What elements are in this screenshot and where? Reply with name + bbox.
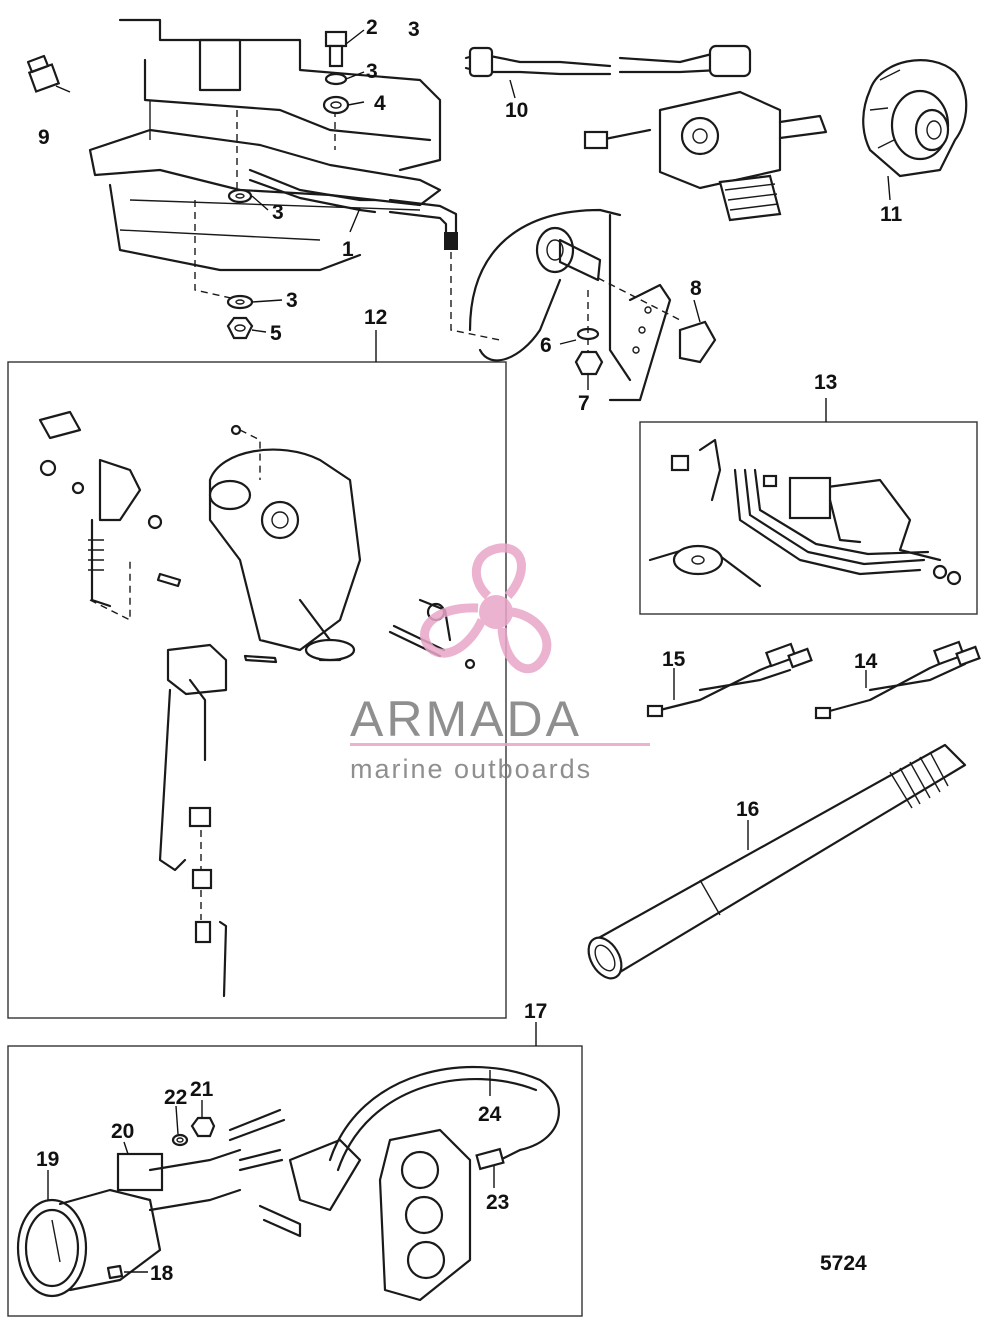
armada-watermark: ARMADA marine outboards: [350, 543, 650, 784]
callout-22: 22: [164, 1086, 187, 1109]
tiller-handle-16: [587, 743, 967, 980]
callout-13: 13: [814, 371, 837, 394]
callout-14: 14: [854, 650, 878, 673]
callout-9: 9: [38, 126, 50, 149]
callout-1: 1: [342, 238, 354, 261]
callout-5: 5: [270, 322, 282, 345]
callout-16: 16: [736, 798, 759, 821]
watermark-tagline: marine outboards: [350, 754, 592, 784]
callout-20: 20: [111, 1120, 134, 1143]
callout-21: 21: [190, 1078, 214, 1101]
steering-bracket-assembly: [38, 410, 476, 998]
callout-23: 23: [486, 1191, 509, 1214]
wire-lead-15: [646, 642, 813, 718]
drawing-number: 5724: [820, 1252, 867, 1275]
callout-4: 4: [374, 92, 386, 115]
callout-6: 6: [540, 334, 552, 357]
key-switch-assembly: [464, 44, 828, 222]
callout-3-washer: 3: [366, 60, 378, 83]
callouts: 2 3 3 4 9 10 11 3 1 8 3 12 5 6 13 7 15 1…: [36, 16, 903, 1285]
callout-2: 2: [366, 16, 378, 39]
callout-3-low: 3: [286, 289, 298, 312]
watermark-brand: ARMADA: [350, 691, 582, 747]
callout-15: 15: [662, 648, 686, 671]
callout-3-top: 3: [408, 18, 420, 41]
callout-11: 11: [880, 203, 903, 226]
swivel-bracket: [468, 208, 717, 402]
bracket-assembly: [88, 18, 442, 301]
washer-nut-stack: [226, 188, 254, 340]
callout-3-mid: 3: [272, 201, 284, 224]
callout-8: 8: [690, 277, 702, 300]
watermark-underline: [350, 743, 650, 746]
leader-lines: [47, 29, 891, 1273]
callout-19: 19: [36, 1148, 59, 1171]
box-17: [7, 1045, 583, 1317]
propeller-logo-icon: [420, 543, 552, 674]
wiring-harness: [648, 438, 962, 588]
callout-12: 12: [364, 306, 387, 329]
callout-17: 17: [524, 1000, 547, 1023]
box-12: [7, 361, 507, 1019]
hose-1: [248, 168, 501, 341]
callout-10: 10: [505, 99, 528, 122]
gauge-assembly: [16, 1065, 561, 1302]
wire-lead-14: [814, 640, 981, 720]
callout-18: 18: [150, 1262, 174, 1285]
fitting-9: [26, 54, 71, 93]
cover-11: [862, 59, 968, 178]
callout-24: 24: [478, 1103, 502, 1126]
callout-7: 7: [578, 392, 590, 415]
box-13: [639, 421, 978, 615]
